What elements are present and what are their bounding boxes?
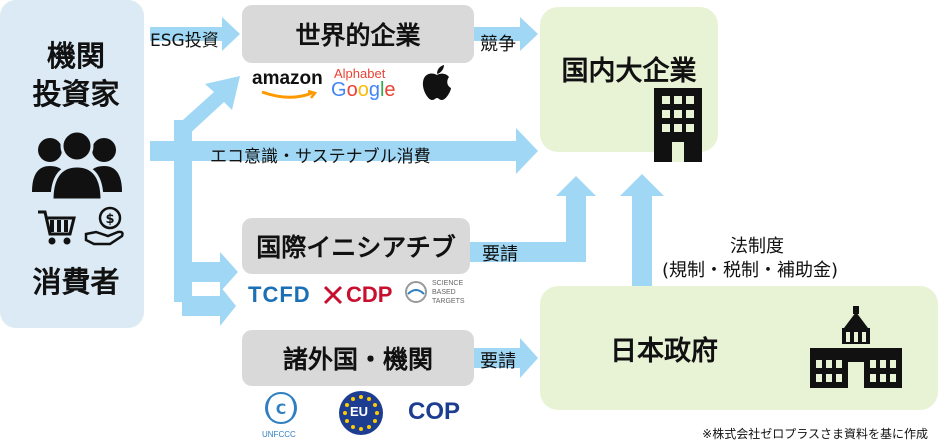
global-companies-box: 世界的企業 bbox=[242, 5, 474, 63]
sbt-line1: SCIENCE bbox=[432, 280, 464, 287]
google-logo: Google bbox=[331, 79, 396, 101]
arrow-competition bbox=[474, 17, 538, 51]
eco-label: エコ意識・サステナブル消費 bbox=[210, 147, 431, 167]
intl-initiatives-box: 国際イニシアチブ bbox=[242, 218, 470, 274]
consumer-title: 消費者 bbox=[32, 265, 120, 299]
cdp-logo: CDP bbox=[346, 282, 393, 307]
arrow-request-foreign bbox=[474, 338, 538, 378]
parliament-building-icon bbox=[810, 306, 902, 388]
arrow-to-foreign bbox=[182, 286, 236, 326]
sbt-line2: BASED bbox=[432, 289, 456, 296]
alphabet-text: Alphabet bbox=[334, 66, 386, 81]
request-foreign-label: 要請 bbox=[480, 351, 516, 372]
svg-text:C: C bbox=[276, 402, 286, 418]
arrow-to-initiatives bbox=[182, 252, 238, 292]
law-label-line2: (規制・税制・補助金) bbox=[662, 260, 839, 281]
japan-gov-label: 日本政府 bbox=[610, 335, 718, 367]
domestic-large-box: 国内大企業 bbox=[540, 7, 718, 152]
investor-consumer-panel bbox=[0, 0, 144, 328]
arrow-eco bbox=[150, 128, 538, 174]
eu-text: EU bbox=[350, 404, 369, 419]
competition-label: 競争 bbox=[480, 34, 516, 55]
amazon-text: amazon bbox=[252, 68, 323, 89]
arrow-branch-trunk bbox=[174, 120, 192, 302]
domestic-large-label: 国内大企業 bbox=[561, 56, 697, 87]
shopping-cart-icon bbox=[38, 210, 76, 245]
arrow-law bbox=[620, 174, 664, 286]
amazon-smile-icon bbox=[261, 90, 318, 99]
law-label-line1: 法制度 bbox=[730, 236, 784, 257]
cdp-mark-icon bbox=[323, 285, 343, 305]
unfccc-text: UNFCCC bbox=[262, 430, 296, 439]
sbt-logo: SCIENCE BASED TARGETS bbox=[432, 279, 465, 306]
investor-title-line1: 機関 bbox=[46, 39, 105, 73]
cop-logo: COP bbox=[408, 398, 461, 425]
sbt-circle-icon bbox=[405, 281, 427, 303]
hand-coin-icon: $ bbox=[84, 206, 124, 246]
eu-flag-icon bbox=[339, 391, 383, 435]
esg-label: ESG投資 bbox=[150, 31, 219, 51]
sbt-line3: TARGETS bbox=[432, 298, 465, 305]
arrow-esg bbox=[150, 17, 240, 51]
amazon-logo: amazon bbox=[252, 68, 323, 99]
office-building-icon bbox=[654, 88, 702, 162]
apple-logo-icon bbox=[422, 65, 451, 100]
investor-title-line2: 投資家 bbox=[32, 77, 120, 111]
arrow-request-initiatives bbox=[470, 176, 596, 262]
unfccc-emblem-icon: C bbox=[265, 392, 297, 424]
svg-text:$: $ bbox=[105, 212, 114, 227]
foreign-orgs-box: 諸外国・機関 bbox=[242, 330, 474, 386]
arrow-to-global bbox=[174, 76, 240, 137]
source-note: ※株式会社ゼロプラスさま資料を基に作成 bbox=[702, 427, 928, 441]
request-initiatives-label: 要請 bbox=[482, 244, 518, 265]
tcfd-logo: TCFD bbox=[248, 282, 311, 307]
people-group-icon bbox=[32, 129, 122, 202]
